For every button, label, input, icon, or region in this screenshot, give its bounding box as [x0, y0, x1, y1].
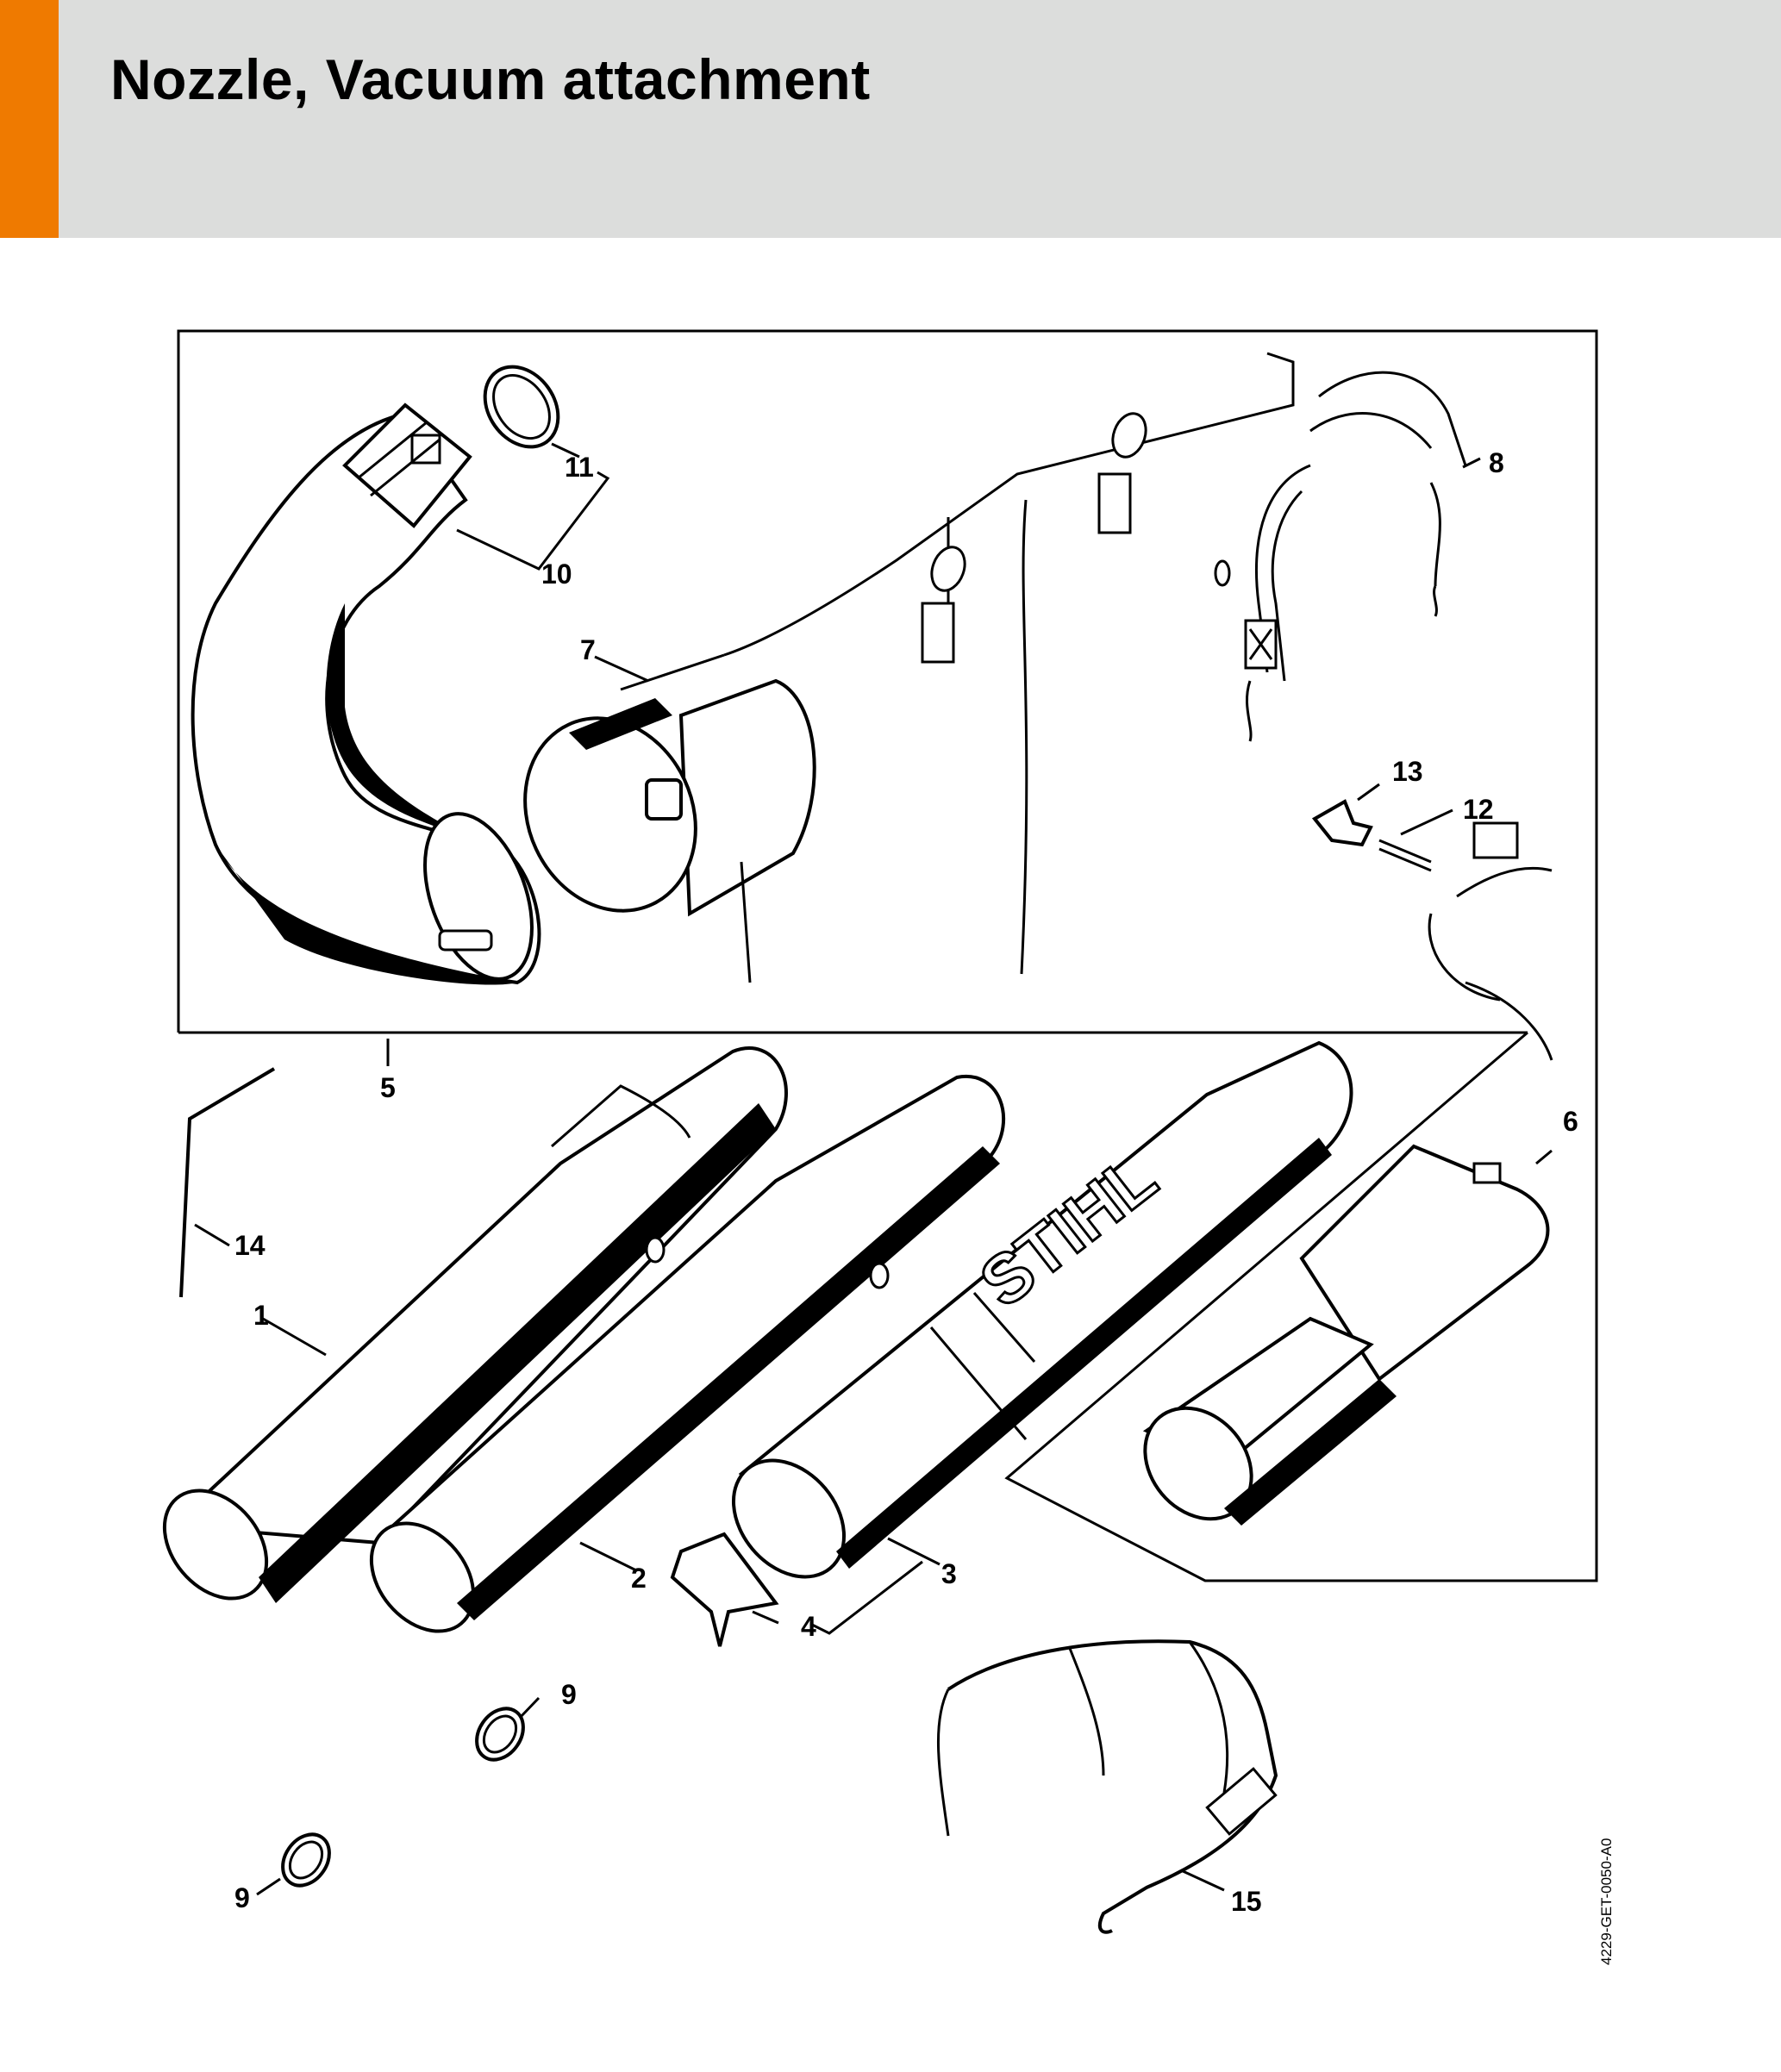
part-blower-tube: [162, 1046, 788, 1603]
part-safety-glasses: [936, 1639, 1278, 1934]
header-bar: [0, 0, 1781, 238]
part-elbow-tube: [191, 403, 541, 985]
document-code: 4229-GET-0050-A0: [1598, 1838, 1615, 1965]
leader-lines: [194, 442, 1553, 1896]
kit-frame: [177, 329, 1598, 1582]
callout-6: 6: [1563, 1106, 1578, 1137]
callout-11: 11: [565, 452, 594, 483]
callout-9-lower: 9: [234, 1882, 250, 1913]
part-extension-tube: [731, 1040, 1353, 1579]
callout-1: 1: [253, 1300, 269, 1331]
part-wrench: [179, 1067, 276, 1298]
part-screw: [1378, 839, 1432, 872]
part-flat-nozzle: [369, 1074, 1006, 1633]
part-star-knob: [1311, 799, 1373, 847]
accent-stripe: [0, 0, 59, 238]
housing-fragment: [1428, 821, 1553, 1061]
part-shoulder-strap: [1214, 371, 1467, 742]
callout-14: 14: [234, 1230, 266, 1261]
callout-labels: 11 10 7 8 13 12 5 6 14 1 2 3 4 9 9 15: [234, 447, 1578, 1917]
callout-2: 2: [631, 1563, 647, 1594]
page-title: Nozzle, Vacuum attachment: [110, 47, 871, 111]
callout-3: 3: [941, 1558, 957, 1589]
callout-4: 4: [801, 1611, 816, 1642]
part-ring-11: [483, 365, 560, 449]
part-ring-9-lower: [281, 1832, 331, 1888]
part-intake-adapter: [1142, 1144, 1550, 1526]
callout-5: 5: [380, 1072, 396, 1103]
part-ring-9-upper: [475, 1707, 525, 1762]
part-collection-bag: [523, 352, 1295, 983]
callout-7: 7: [580, 634, 596, 665]
callout-15: 15: [1231, 1886, 1262, 1917]
callout-10: 10: [541, 559, 572, 590]
callout-8: 8: [1489, 447, 1504, 478]
callout-13: 13: [1392, 756, 1423, 787]
callout-12: 12: [1463, 794, 1494, 825]
callout-9-upper: 9: [561, 1679, 577, 1710]
part-nozzle-insert: [670, 1532, 779, 1647]
